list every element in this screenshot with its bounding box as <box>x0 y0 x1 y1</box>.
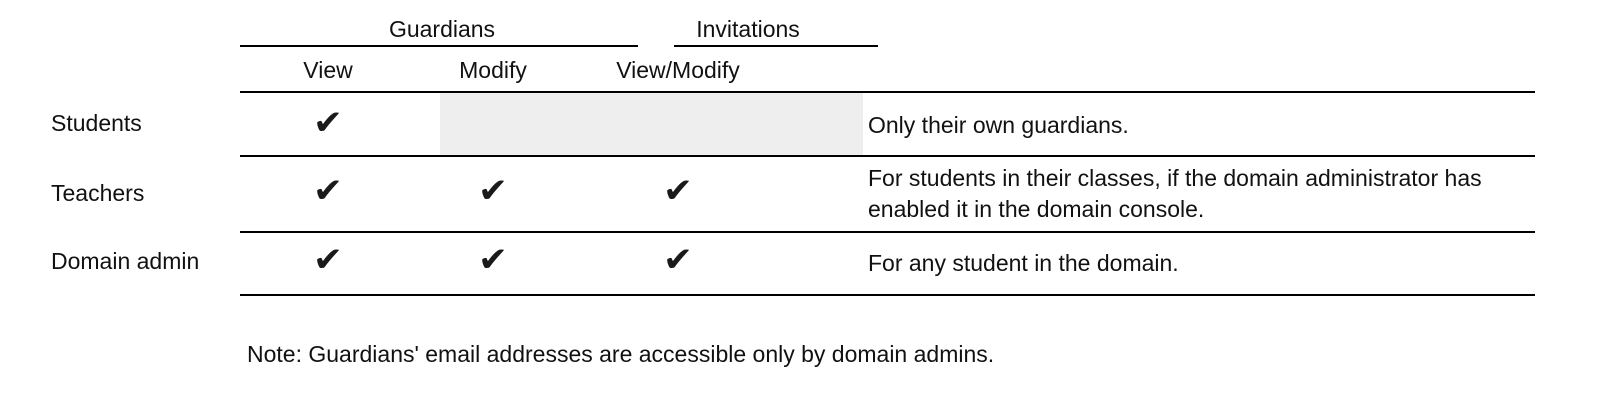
column-header-modify: Modify <box>459 57 527 83</box>
rule-header-bottom <box>240 91 1535 93</box>
row-description-domain-admin: For any student in the domain. <box>868 250 1179 276</box>
cell-shaded-students-modify-invitations <box>440 93 863 155</box>
rule-table-bottom <box>240 294 1535 296</box>
rule-guardians-group <box>240 45 638 47</box>
checkmark-icon-domain-admin-modify: ✔ <box>478 240 508 280</box>
checkmark-icon-teachers-view: ✔ <box>313 171 343 211</box>
row-description-teachers: For students in their classes, if the do… <box>868 165 1482 222</box>
row-label-students: Students <box>51 110 142 136</box>
checkmark-icon-students-view: ✔ <box>313 103 343 143</box>
checkmark-icon-teachers-modify: ✔ <box>478 171 508 211</box>
table-note: Note: Guardians' email addresses are acc… <box>247 341 995 367</box>
column-group-header-invitations: Invitations <box>696 16 800 42</box>
column-header-view: View <box>303 57 353 83</box>
column-header-view-modify: View/Modify <box>616 57 740 83</box>
row-description-students: Only their own guardians. <box>868 112 1129 138</box>
checkmark-icon-teachers-view-modify: ✔ <box>663 171 693 211</box>
column-group-header-guardians: Guardians <box>388 16 496 42</box>
row-label-domain-admin: Domain admin <box>51 248 200 274</box>
row-label-teachers: Teachers <box>51 180 145 206</box>
rule-row-teachers-bottom <box>240 231 1535 233</box>
rule-invitations-group <box>674 45 878 47</box>
rule-row-students-bottom <box>240 155 1535 157</box>
checkmark-icon-domain-admin-view: ✔ <box>313 240 343 280</box>
checkmark-icon-domain-admin-view-modify: ✔ <box>663 240 693 280</box>
